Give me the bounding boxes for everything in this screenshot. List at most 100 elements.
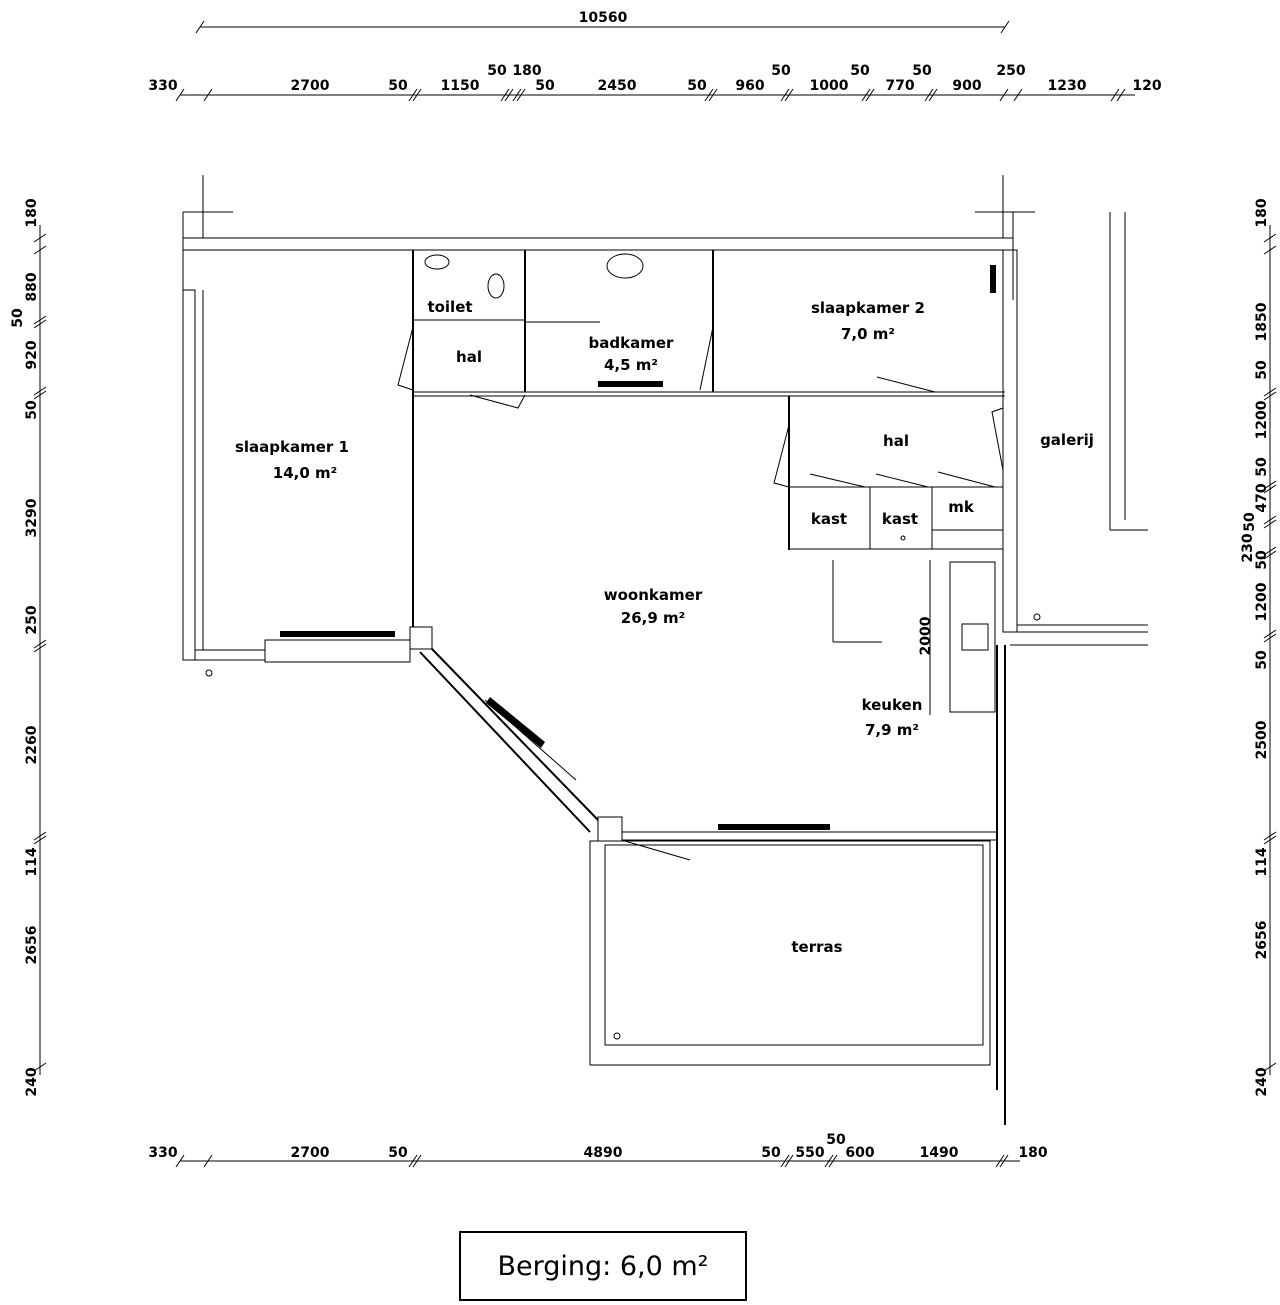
dim-label: 50 — [912, 63, 932, 79]
room-name-kast-2: kast — [882, 510, 918, 528]
dimension-tick — [1263, 1062, 1277, 1072]
dimension-tick — [780, 1154, 790, 1168]
dim-label: 1850 — [1254, 302, 1270, 341]
dim-label: 50 — [535, 78, 555, 94]
dim-label: 50 — [687, 78, 707, 94]
dimension-tick — [412, 88, 422, 102]
left-dimension-labels: 180 880 50 920 50 3290 250 2260 114 2656… — [10, 198, 40, 1096]
dim-label: 900 — [952, 78, 981, 94]
dim-label: 180 — [512, 63, 541, 79]
room-name-woonkamer: woonkamer — [604, 586, 703, 604]
dim-label: 4890 — [584, 1145, 623, 1161]
room-area-keuken: 7,9 m² — [865, 721, 919, 739]
room-name-galerij: galerij — [1040, 431, 1094, 449]
dimension-tick — [1263, 835, 1277, 845]
dimension-tick — [928, 88, 938, 102]
dim-label: 1490 — [920, 1145, 959, 1161]
dim-label: 1200 — [1254, 582, 1270, 621]
dimension-tick — [33, 245, 47, 255]
dimension-tick — [828, 1154, 838, 1168]
dimension-tick — [512, 88, 522, 102]
room-name-toilet: toilet — [427, 298, 472, 316]
room-name-slaapkamer-2: slaapkamer 2 — [811, 299, 925, 317]
room-name-terras: terras — [791, 938, 842, 956]
dimension-tick — [175, 88, 185, 102]
room-name-slaapkamer-1: slaapkamer 1 — [235, 438, 349, 456]
dimension-tick — [708, 88, 718, 102]
dim-label: 240 — [24, 1067, 40, 1096]
room-area-woonkamer: 26,9 m² — [621, 609, 685, 627]
dimension-tick — [1263, 480, 1277, 490]
dim-label: 180 — [24, 198, 40, 227]
dim-label: 114 — [1254, 847, 1270, 876]
dimension-tick — [1116, 88, 1126, 102]
dim-label: 114 — [24, 847, 40, 876]
dim-label: 2260 — [24, 725, 40, 764]
dim-label: 250 — [996, 63, 1025, 79]
dimension-tick — [33, 835, 47, 845]
walls — [182, 175, 1148, 1125]
dimension-tick — [999, 88, 1009, 102]
dim-label: 2656 — [24, 926, 40, 965]
dim-label: 3290 — [24, 498, 40, 537]
dim-label: 1230 — [1048, 78, 1087, 94]
dimension-tick — [203, 1154, 213, 1168]
dimension-tick — [995, 1154, 1005, 1168]
dimension-tick — [1263, 515, 1277, 525]
dim-label: 50 — [1254, 457, 1270, 477]
dimension-tick — [1263, 546, 1277, 556]
dimension-tick — [408, 1154, 418, 1168]
dimension-tick — [33, 831, 47, 841]
dimension-tick — [175, 1154, 185, 1168]
dim-label: 2700 — [291, 78, 330, 94]
dimension-tick — [33, 1062, 47, 1072]
dim-label: 50 — [1254, 360, 1270, 380]
dim-label: 920 — [24, 340, 40, 369]
dimension-tick — [33, 319, 47, 329]
dimension-tick — [1263, 831, 1277, 841]
room-name-keuken: keuken — [862, 696, 923, 714]
dimension-tick — [924, 88, 934, 102]
dimension-tick — [1263, 387, 1277, 397]
overall-dimension-label: 10560 — [579, 10, 628, 26]
dimension-tick — [516, 88, 526, 102]
room-area-badkamer: 4,5 m² — [604, 356, 658, 374]
dimension-tick — [1263, 550, 1277, 560]
dim-label: 50 — [826, 1132, 846, 1148]
dim-label: 50 — [10, 308, 26, 328]
dimension-tick — [865, 88, 875, 102]
dimension-tick — [784, 88, 794, 102]
dimension-tick — [504, 88, 514, 102]
dimension-tick — [412, 1154, 422, 1168]
dimension-tick — [780, 88, 790, 102]
dimension-tick — [784, 1154, 794, 1168]
room-labels: slaapkamer 1 14,0 m² toilet hal badkamer… — [235, 298, 1094, 956]
dimension-tick — [824, 1154, 834, 1168]
dim-label: 600 — [845, 1145, 874, 1161]
room-name-hal-2: hal — [883, 432, 909, 450]
room-name-mk: mk — [948, 498, 975, 516]
dim-label: 50 — [771, 63, 791, 79]
dim-label: 770 — [885, 78, 914, 94]
room-area-slaapkamer-2: 7,0 m² — [841, 325, 895, 343]
dim-label: 230 — [1240, 533, 1256, 562]
dimension-tick — [1263, 484, 1277, 494]
dimension-tick — [704, 88, 714, 102]
room-name-hal: hal — [456, 348, 482, 366]
top-dimension-labels: 330 2700 50 1150 50 180 50 2450 50 960 5… — [148, 63, 1161, 94]
dim-label: 50 — [1254, 650, 1270, 670]
dim-label: 180 — [1018, 1145, 1047, 1161]
dimension-tick — [33, 386, 47, 396]
dim-label: 960 — [735, 78, 764, 94]
room-name-badkamer: badkamer — [589, 334, 674, 352]
dimension-ticks — [33, 88, 1277, 1168]
dim-label: 50 — [24, 400, 40, 420]
dimension-tick — [861, 88, 871, 102]
dimension-tick — [1110, 88, 1120, 102]
dim-label: 1200 — [1254, 400, 1270, 439]
right-dimension-labels: 180 1850 50 1200 50 470 50 230 50 1200 5… — [1240, 198, 1270, 1096]
dim-label: 120 — [1132, 78, 1161, 94]
dimension-tick — [1263, 245, 1277, 255]
dimension-tick — [33, 390, 47, 400]
dim-label: 470 — [1254, 483, 1270, 512]
